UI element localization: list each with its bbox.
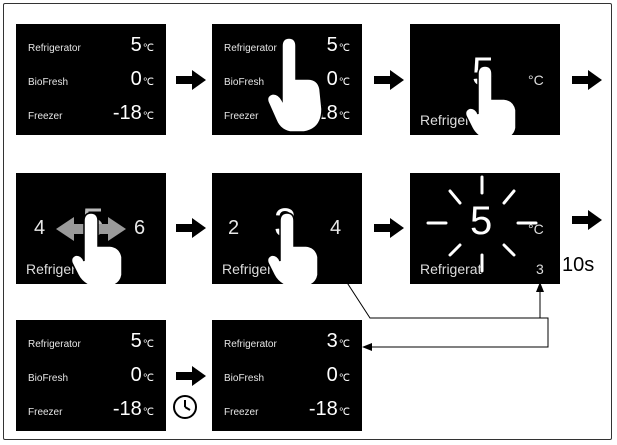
screen-adjust-temperature: 4 5 6 Refrigerat: [16, 173, 166, 284]
screen-tap-refrigerator: Refrigerator 5℃ BioFresh 0℃ Freezer -18℃: [212, 24, 362, 135]
value-lower: 2: [228, 217, 240, 239]
pointing-hand-icon: [464, 65, 517, 135]
value-higher: 6: [134, 217, 146, 239]
arrow-right-icon: [176, 366, 206, 386]
flash-icon: [426, 175, 538, 273]
arrow-right-icon: [176, 218, 206, 238]
value-refrigerator: 5: [326, 34, 338, 56]
value-biofresh: 0: [130, 68, 142, 90]
unit: ℃: [338, 43, 350, 54]
screen-overview-before: Refrigerator 5℃ BioFresh 0℃ Freezer -18℃: [16, 320, 166, 431]
label-refrigerator: Refrigerator: [28, 43, 81, 54]
unit: ℃: [142, 339, 154, 350]
unit: ℃: [338, 77, 350, 88]
label-biofresh: BioFresh: [224, 77, 265, 88]
screen-overview-after: Refrigerator 3℃ BioFresh 0℃ Freezer -18℃: [212, 320, 362, 431]
value-refrigerator: 3: [326, 330, 338, 352]
value-refrigerator: 5: [130, 330, 142, 352]
label-refrigerator: Refrigerator: [224, 339, 277, 350]
arrow-right-icon: [572, 210, 602, 230]
label-freezer: Freezer: [224, 111, 259, 122]
screen-confirm-flashing: 5 °C Refrigerat 3: [410, 173, 560, 284]
unit: °C: [528, 221, 544, 237]
arrow-right-icon: [374, 70, 404, 90]
unit: ℃: [142, 111, 154, 122]
pointing-hand-icon: [266, 37, 323, 133]
clock-icon: [173, 395, 197, 419]
arrow-right-icon: [176, 70, 206, 90]
value-lower: 4: [34, 217, 46, 239]
value-refrigerator: 5: [130, 34, 142, 56]
label-freezer: Freezer: [224, 407, 259, 418]
arrow-right-icon: [572, 70, 602, 90]
value-higher: 4: [330, 217, 342, 239]
screen-overview: Refrigerator 5℃ BioFresh 0℃ Freezer -18℃: [16, 24, 166, 135]
label-freezer: Freezer: [28, 111, 63, 122]
label-biofresh: BioFresh: [28, 373, 69, 384]
label-refrigerator: Refrigerat: [222, 261, 284, 277]
label-refrigerator: Refrigerat: [26, 261, 88, 277]
screen-refrigerator-selected: 5 °C Refrigerat: [410, 24, 560, 135]
label-refrigerator: Refrigerator: [224, 43, 277, 54]
screen-new-value: 2 3 4 Refrigerat: [212, 173, 362, 284]
value-biofresh: 0: [326, 364, 338, 386]
pointing-hand-icon: [70, 212, 123, 284]
unit: ℃: [142, 407, 154, 418]
label-freezer: Freezer: [28, 407, 63, 418]
diagram-frame: [3, 3, 612, 440]
countdown-digit: 3: [536, 261, 544, 277]
value-freezer: -18: [112, 102, 142, 124]
unit: ℃: [142, 43, 154, 54]
unit: ℃: [142, 77, 154, 88]
label-biofresh: BioFresh: [224, 373, 265, 384]
arrow-right-icon: [374, 218, 404, 238]
value-biofresh: 0: [130, 364, 142, 386]
label-refrigerator: Refrigerator: [28, 339, 81, 350]
setpoint-value: 5: [470, 199, 493, 243]
value-biofresh: 0: [326, 68, 338, 90]
unit: ℃: [142, 373, 154, 384]
value-freezer: -18: [308, 398, 338, 420]
unit: ℃: [338, 339, 350, 350]
label-refrigerator: Refrigerat: [420, 261, 482, 277]
unit: ℃: [338, 407, 350, 418]
unit: °C: [528, 72, 544, 88]
label-biofresh: BioFresh: [28, 77, 69, 88]
timeout-label: 10s: [562, 254, 595, 276]
unit: ℃: [338, 373, 350, 384]
unit: ℃: [338, 111, 350, 122]
pointing-hand-icon: [266, 212, 319, 284]
value-freezer: -18: [112, 398, 142, 420]
